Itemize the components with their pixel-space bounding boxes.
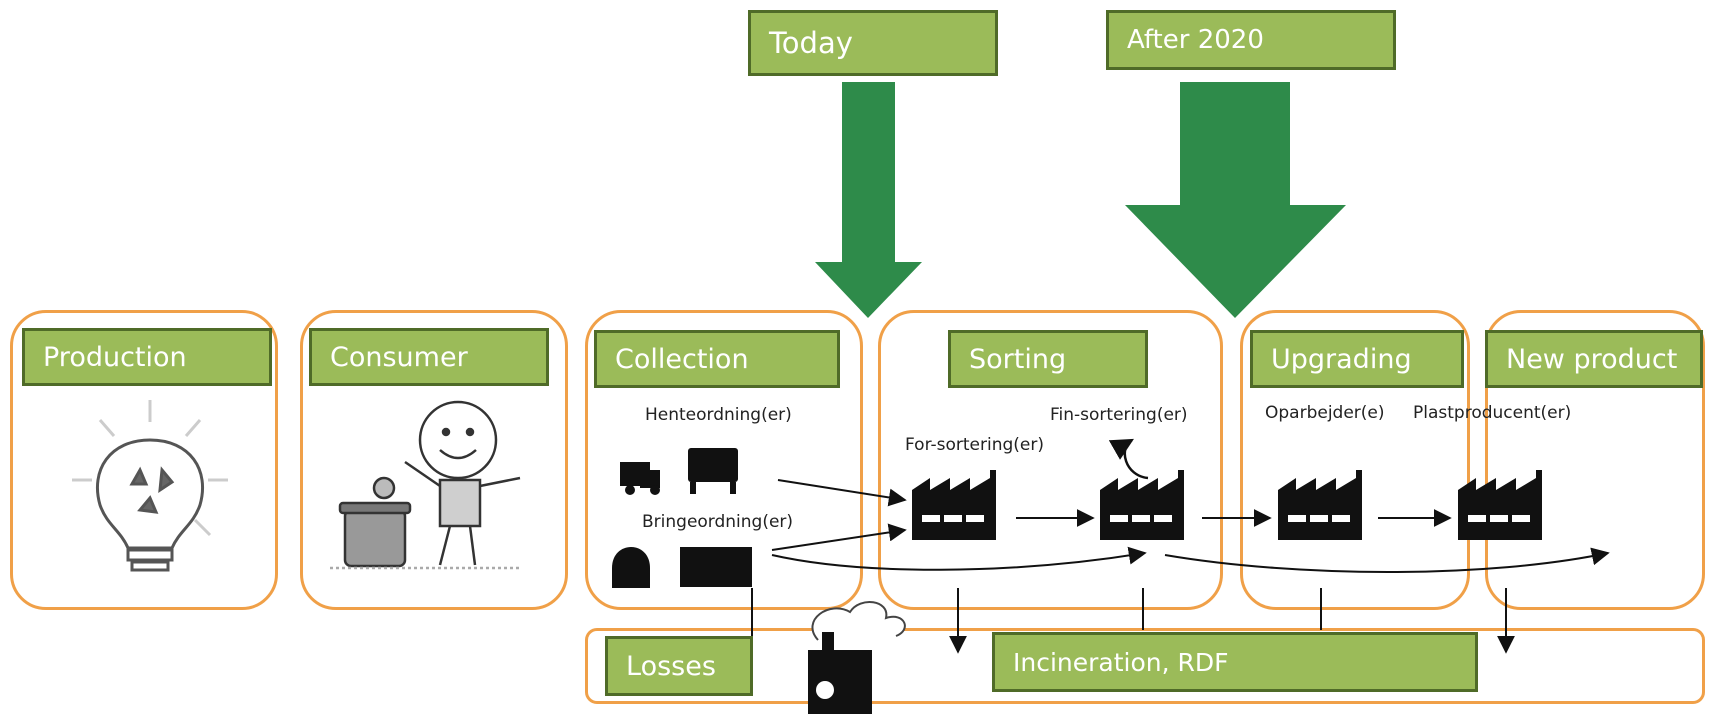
after-2020-arrow (1125, 82, 1346, 318)
flow-arrow (771, 546, 1147, 571)
collection-label: Collection (594, 330, 840, 388)
fin-sortering-label: Fin-sortering(er) (1050, 405, 1188, 425)
flow-arrow (771, 523, 907, 551)
incineration-label: Incineration, RDF (992, 632, 1478, 692)
new-product-label: New product (1485, 330, 1703, 388)
consumer-stickfigure-icon (330, 400, 521, 570)
factory-forsortering-icon (912, 470, 996, 540)
recirculation-arrow-icon (1108, 438, 1149, 480)
after-2020-label: After 2020 (1106, 10, 1396, 70)
incinerator-icon (808, 600, 906, 714)
collection-container-icon (688, 448, 738, 494)
today-arrow (815, 82, 922, 318)
bringeordning-label: Bringeordning(er) (642, 512, 794, 532)
collection-truck-icon (620, 462, 660, 495)
factory-plastproducent-icon (1458, 470, 1542, 540)
for-sortering-label: For-sortering(er) (905, 435, 1044, 455)
factory-finsortering-icon (1100, 470, 1184, 540)
sorting-stage (878, 310, 1223, 610)
upgrading-label: Upgrading (1250, 330, 1464, 388)
plastproducent-label: Plastproducent(er) (1413, 403, 1572, 423)
losses-label: Losses (605, 636, 753, 696)
today-label: Today (748, 10, 998, 76)
oparbejder-label: Oparbejder(e) (1265, 403, 1385, 423)
flow-arrow (1164, 547, 1610, 573)
flow-arrow (777, 479, 907, 507)
lightbulb-recycle-icon (72, 400, 228, 572)
production-label: Production (22, 328, 272, 386)
bring-container-icon (680, 547, 752, 587)
factory-oparbejder-icon (1278, 470, 1362, 540)
consumer-label: Consumer (309, 328, 549, 386)
sorting-label: Sorting (948, 330, 1148, 388)
bring-bank-icon (612, 547, 650, 588)
losses-container (585, 628, 1705, 704)
henteordning-label: Henteordning(er) (645, 405, 792, 425)
